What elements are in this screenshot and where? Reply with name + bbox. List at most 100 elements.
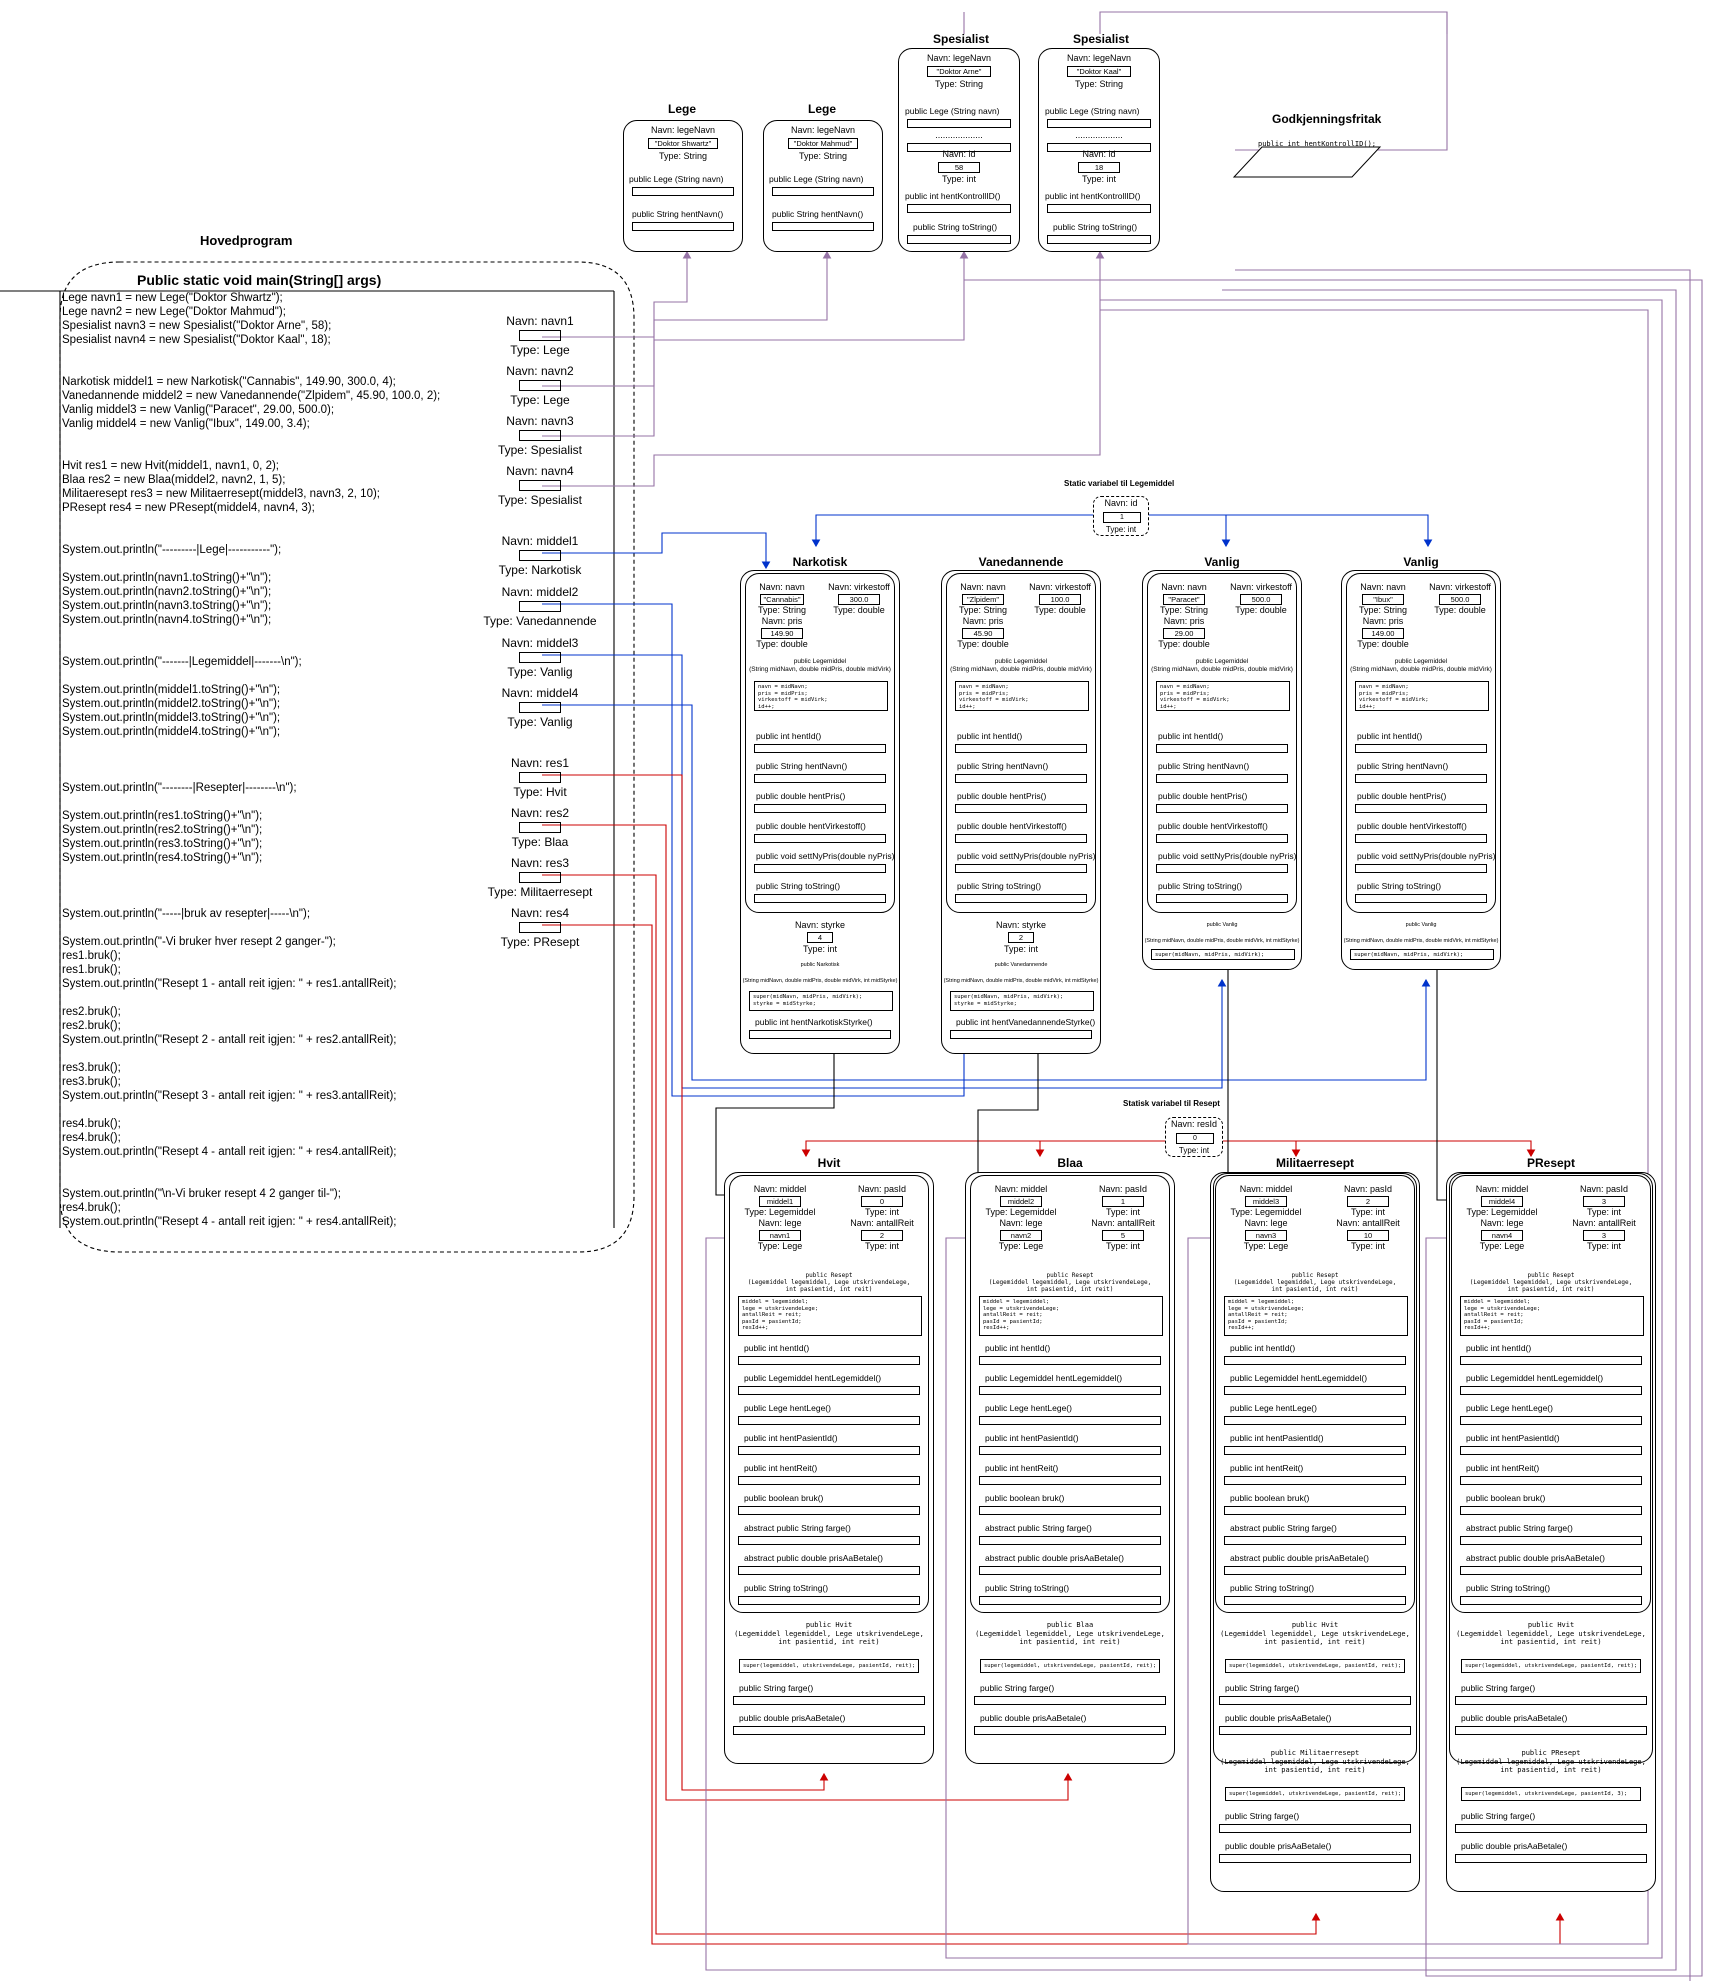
variable-box xyxy=(519,550,561,561)
field-value: "Doktor Shwartz" xyxy=(624,137,742,150)
field-lege-label: Navn: lege xyxy=(999,1218,1043,1228)
method-bar xyxy=(754,834,886,843)
field-middel-value: middel1 xyxy=(740,1195,820,1208)
variable-name-label: Navn: res4 xyxy=(510,906,570,920)
method-bar xyxy=(632,187,734,196)
static-resid-value: 0 xyxy=(1176,1133,1214,1144)
method-tostring: public String toString() xyxy=(1053,222,1138,232)
resept-method: public Lege hentLege() xyxy=(985,1403,1072,1413)
method-bar xyxy=(738,1416,920,1425)
variable-box xyxy=(519,380,561,391)
code-line: System.out.println("Resept 2 - antall re… xyxy=(62,1034,397,1046)
field-virk-value: 500.0 xyxy=(1425,593,1495,606)
sub-method: public double prisAaBetale() xyxy=(980,1713,1087,1723)
code-line: Spesialist navn4 = new Spesialist("Dokto… xyxy=(62,334,331,346)
resept-method: public Legemiddel hentLegemiddel() xyxy=(744,1373,882,1383)
field-value: "Doktor Kaal" xyxy=(1039,65,1159,78)
resept-method: public int hentId() xyxy=(985,1343,1051,1353)
sub-ctor-body: super(midNavn, midPris, midVirk); xyxy=(1350,949,1494,960)
method-bar xyxy=(738,1566,920,1575)
legemiddel-method: public String hentNavn() xyxy=(957,761,1049,771)
godkjenningsfritak-method: public int hentKontrollID(); xyxy=(1258,140,1377,148)
code-line: System.out.println(res1.toString()+"\n")… xyxy=(62,810,263,822)
resept-method: public int hentPasientId() xyxy=(985,1433,1079,1443)
sub-method: public String farge() xyxy=(1461,1811,1536,1821)
field-virk-label: Navn: virkestoff xyxy=(1230,582,1292,592)
method-bar xyxy=(1224,1596,1406,1605)
resept-method: public Lege hentLege() xyxy=(744,1403,831,1413)
variable-type-label: Type: Vanlig xyxy=(507,665,573,679)
variable-name-label: Navn: middel2 xyxy=(501,585,579,599)
field-pasid-label: Navn: pasId xyxy=(1098,1184,1148,1194)
sub-field-type: Type: int xyxy=(802,944,838,954)
field-lege-type: Type: Lege xyxy=(998,1241,1044,1251)
sub-method: public double prisAaBetale() xyxy=(1225,1841,1332,1851)
method-hentnavn: public String hentNavn() xyxy=(772,209,864,219)
method-bar xyxy=(1156,864,1288,873)
code-line xyxy=(62,893,440,907)
value-box: 29.00 xyxy=(1163,628,1205,639)
value-box: "Paracet" xyxy=(1163,594,1205,605)
variable-type-label: Type: Vanlig xyxy=(507,715,573,729)
legemiddel-method: public String toString() xyxy=(957,881,1042,891)
static-resid-label: Navn: resId xyxy=(1170,1119,1218,1129)
resept-ctor: public Resept (Legemiddel legemiddel, Le… xyxy=(747,1272,911,1293)
code-line xyxy=(62,767,440,781)
resept-method: public String toString() xyxy=(1230,1583,1315,1593)
field-middel-label: Navn: middel xyxy=(994,1184,1048,1194)
method-bar xyxy=(1355,834,1487,843)
variable-box xyxy=(519,922,561,933)
variable-type-label: Type: Hvit xyxy=(513,785,567,799)
sub-field-type: Type: int xyxy=(1003,944,1039,954)
variable-box xyxy=(519,480,561,491)
field-middel-type: Type: Legemiddel xyxy=(1230,1207,1302,1217)
method-bar xyxy=(1460,1386,1642,1395)
code-line: Lege navn1 = new Lege("Doktor Shwartz"); xyxy=(62,292,283,304)
resept-ctor-body: middel = legemiddel; lege = utskrivendeL… xyxy=(738,1296,922,1336)
variable-box xyxy=(519,872,561,883)
value-box: 149.00 xyxy=(1362,628,1404,639)
method-bar xyxy=(733,1726,925,1735)
sub-ctor: public Hvit (Legemiddel legemiddel, Lege… xyxy=(1220,1621,1410,1646)
code-line: System.out.println(middel3.toString()+"\… xyxy=(62,712,281,724)
field-middel-value: middel2 xyxy=(981,1195,1061,1208)
field-lege-label: Navn: lege xyxy=(758,1218,802,1228)
code-line: System.out.println(middel1.toString()+"\… xyxy=(62,684,281,696)
method-bar xyxy=(1047,143,1151,152)
legemiddel-title-0: Narkotisk xyxy=(792,555,848,569)
resept-method: public boolean bruk() xyxy=(744,1493,824,1503)
method-bar xyxy=(979,1416,1161,1425)
legemiddel-method: public double hentVirkestoff() xyxy=(957,821,1067,831)
code-line: System.out.println(middel2.toString()+"\… xyxy=(62,698,281,710)
field-pasid-type: Type: int xyxy=(864,1207,900,1217)
value-box: 2 xyxy=(1008,932,1034,943)
legemiddel-method: public String hentNavn() xyxy=(1357,761,1449,771)
field-pasid-label: Navn: pasId xyxy=(1579,1184,1629,1194)
method-bar xyxy=(1219,1696,1411,1705)
legemiddel-ctor-body: navn = midNavn; pris = midPris; virkesto… xyxy=(754,681,888,711)
resept-method: public String toString() xyxy=(1466,1583,1551,1593)
resept-method: abstract public String farge() xyxy=(985,1523,1092,1533)
resept-method: abstract public String farge() xyxy=(1466,1523,1573,1533)
code-line xyxy=(62,627,440,641)
sub-field-label: Navn: styrke xyxy=(794,920,845,930)
value-box: 3 xyxy=(1583,1196,1625,1207)
code-line: Militaeresept res3 = new Militaerresept(… xyxy=(62,488,380,500)
lege-class: Navn: legeNavn"Doktor Shwartz"Type: Stri… xyxy=(623,120,743,252)
resept-method: abstract public double prisAaBetale() xyxy=(1466,1553,1605,1563)
code-line: Hvit res1 = new Hvit(middel1, navn1, 0, … xyxy=(62,460,279,472)
resept-method: abstract public String farge() xyxy=(744,1523,851,1533)
resept-method: public boolean bruk() xyxy=(985,1493,1065,1503)
field-pris-type: Type: double xyxy=(1158,639,1210,649)
code-line: System.out.println(res3.toString()+"\n")… xyxy=(62,838,263,850)
field-navn-type: Type: String xyxy=(1159,605,1209,615)
code-line xyxy=(62,739,440,753)
resept-method: public boolean bruk() xyxy=(1230,1493,1310,1503)
variable-name-label: Navn: middel4 xyxy=(501,686,579,700)
legemiddel-method: public double hentVirkestoff() xyxy=(756,821,866,831)
code-line: System.out.println(navn3.toString()+"\n"… xyxy=(62,600,272,612)
